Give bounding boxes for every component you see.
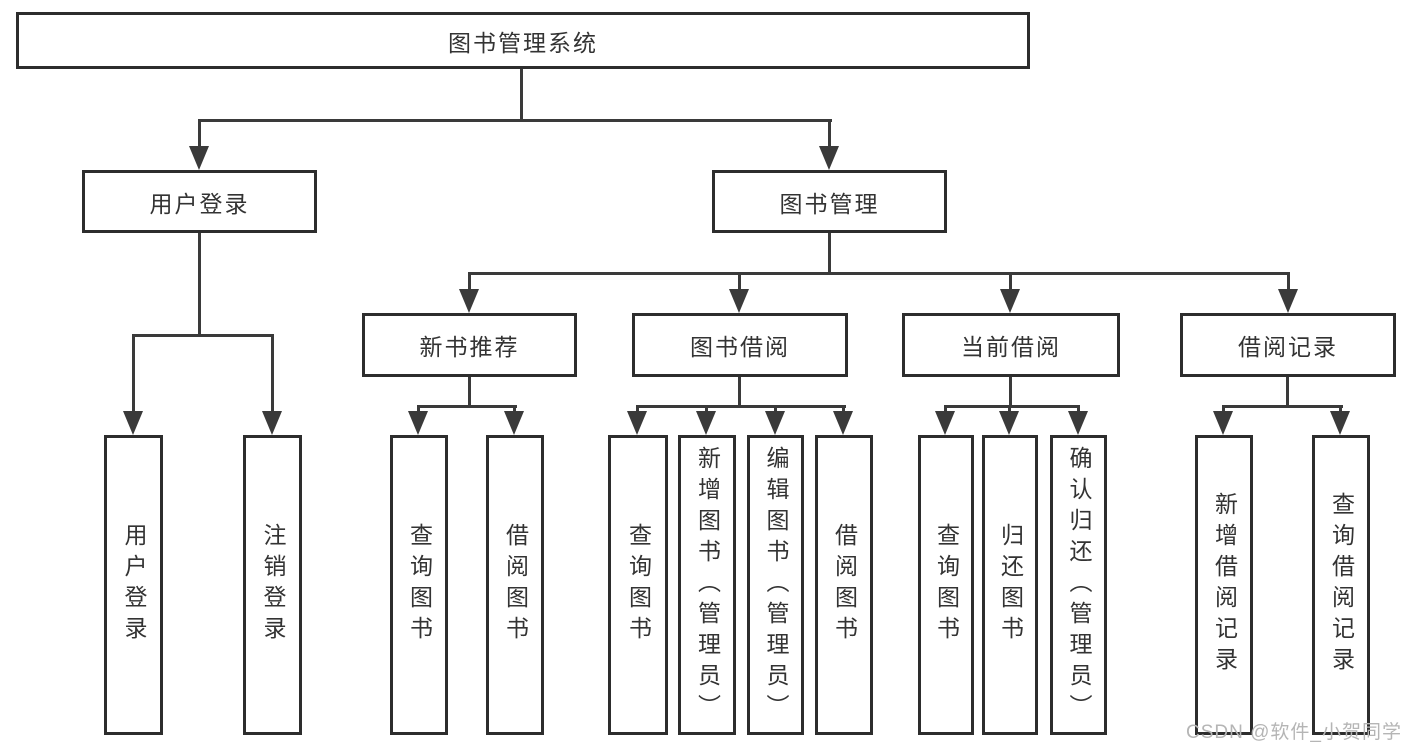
connector-line (417, 405, 517, 408)
connector-line (513, 405, 516, 413)
leaf-label: 借阅图书 (502, 523, 529, 647)
node-label: 当前借阅 (961, 334, 1061, 360)
node-label: 图书借阅 (690, 334, 790, 360)
leaf-logout: 注销登录 (243, 435, 302, 735)
arrow-down-icon (1330, 411, 1350, 435)
node-library-management-system: 图书管理系统 (16, 12, 1030, 69)
connector-line (468, 272, 1290, 275)
arrow-down-icon (1000, 289, 1020, 313)
leaf-query-borrow-record: 查询借阅记录 (1312, 435, 1370, 735)
connector-line (198, 119, 832, 122)
connector-line (636, 405, 846, 408)
connector-line (1009, 272, 1012, 291)
leaf-label: 查询图书 (625, 523, 652, 647)
arrow-down-icon (833, 411, 853, 435)
connector-line (1287, 272, 1290, 291)
arrow-down-icon (408, 411, 428, 435)
node-book-management: 图书管理 (712, 170, 947, 233)
leaf-label: 查询图书 (933, 523, 960, 647)
arrow-down-icon (123, 411, 143, 435)
connector-line (417, 405, 420, 413)
leaf-edit-book-admin: 编辑图书（管理员） (747, 435, 804, 735)
arrow-down-icon (262, 411, 282, 435)
arrow-down-icon (999, 411, 1019, 435)
node-book-borrowing: 图书借阅 (632, 313, 848, 377)
leaf-confirm-return-admin: 确认归还（管理员） (1050, 435, 1107, 735)
connector-line (132, 334, 274, 337)
connector-line (468, 377, 471, 408)
connector-line (132, 334, 135, 413)
connector-line (198, 119, 201, 148)
arrow-down-icon (1068, 411, 1088, 435)
connector-line (1222, 405, 1225, 413)
connector-line (738, 272, 741, 291)
arrow-down-icon (765, 411, 785, 435)
leaf-add-borrow-record: 新增借阅记录 (1195, 435, 1253, 735)
leaf-label: 新增图书（管理员） (694, 445, 721, 725)
node-label: 图书管理 (779, 190, 880, 217)
arrow-down-icon (819, 146, 839, 170)
leaf-label: 确认归还（管理员） (1066, 445, 1092, 725)
leaf-borrow-books-borrowing: 借阅图书 (815, 435, 873, 735)
node-new-book-recommendation: 新书推荐 (362, 313, 577, 377)
connector-line (198, 233, 201, 337)
connector-line (1286, 377, 1289, 408)
arrow-down-icon (935, 411, 955, 435)
leaf-label: 用户登录 (121, 523, 147, 647)
leaf-label: 归还图书 (997, 523, 1024, 647)
connector-line (468, 272, 471, 291)
connector-line (271, 334, 274, 413)
leaf-label: 注销登录 (260, 523, 286, 647)
node-current-borrowing: 当前借阅 (902, 313, 1120, 377)
connector-line (944, 405, 947, 413)
arrow-down-icon (189, 146, 209, 170)
connector-line (1009, 377, 1012, 408)
node-label: 借阅记录 (1238, 334, 1338, 360)
leaf-add-book-admin: 新增图书（管理员） (678, 435, 736, 735)
watermark: CSDN @软件_小贺同学 (1186, 722, 1402, 743)
arrow-down-icon (1278, 289, 1298, 313)
connector-line (1339, 405, 1342, 413)
arrow-down-icon (627, 411, 647, 435)
arrow-down-icon (504, 411, 524, 435)
arrow-down-icon (459, 289, 479, 313)
leaf-label: 编辑图书（管理员） (763, 445, 789, 725)
node-label: 新书推荐 (419, 334, 520, 360)
leaf-return-books: 归还图书 (982, 435, 1038, 735)
connector-line (828, 233, 831, 275)
node-borrowing-records: 借阅记录 (1180, 313, 1396, 377)
connector-line (944, 405, 1080, 408)
connector-line (1077, 405, 1080, 413)
leaf-query-books-current: 查询图书 (918, 435, 974, 735)
node-label: 图书管理系统 (448, 29, 598, 56)
leaf-query-books-borrowing: 查询图书 (608, 435, 668, 735)
leaf-label: 借阅图书 (831, 523, 858, 647)
connector-line (1222, 405, 1343, 408)
leaf-user-login: 用户登录 (104, 435, 163, 735)
leaf-query-books-recommend: 查询图书 (390, 435, 448, 735)
leaf-label: 查询借阅记录 (1328, 492, 1355, 678)
connector-line (520, 69, 523, 120)
connector-line (828, 119, 831, 148)
leaf-label: 查询图书 (406, 523, 433, 647)
leaf-label: 新增借阅记录 (1211, 492, 1238, 678)
connector-line (705, 405, 708, 413)
arrow-down-icon (1213, 411, 1233, 435)
connector-line (1008, 405, 1011, 413)
arrow-down-icon (696, 411, 716, 435)
connector-line (738, 377, 741, 408)
arrow-down-icon (729, 289, 749, 313)
connector-line (774, 405, 777, 413)
node-user-login: 用户登录 (82, 170, 317, 233)
leaf-borrow-books-recommend: 借阅图书 (486, 435, 544, 735)
connector-line (842, 405, 845, 413)
connector-line (636, 405, 639, 413)
node-label: 用户登录 (149, 190, 250, 217)
